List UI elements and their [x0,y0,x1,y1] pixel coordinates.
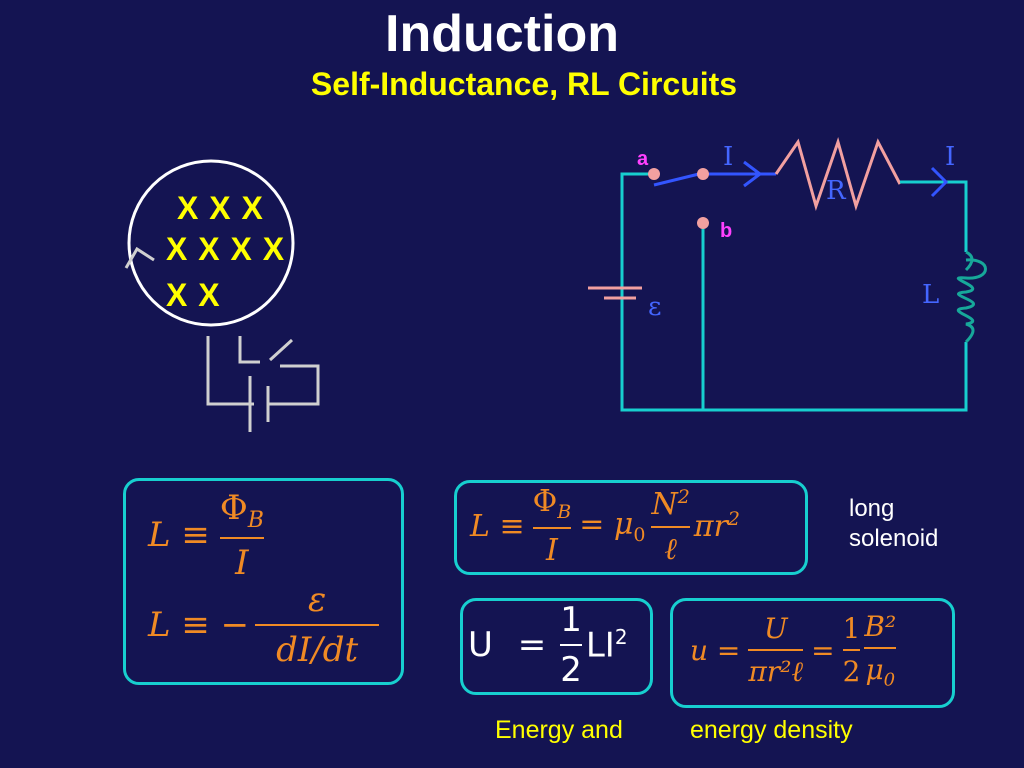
energy-fraction: 1 2 [560,600,582,690]
wire-loop [127,159,295,327]
density-den2: 2 [842,655,861,689]
emf-den: dI/dt [276,630,359,670]
energy-rhs: LI [585,625,615,666]
switch-blade [268,338,294,362]
field-row-1: X X X [177,190,264,226]
emf-fraction: ε dI/dt [255,580,380,670]
switch-arm [653,171,704,187]
density-den1: πr²ℓ [748,654,804,688]
density-den3: μ [865,653,884,686]
sol-lhs: L ≡ [470,508,525,544]
def-den: I [235,542,249,583]
def-lhs: L ≡ [148,515,210,556]
energy-equation: U = 1 2 LI2 [468,600,628,690]
field-row-3: X X [166,277,221,313]
density-fraction-1: U πr²ℓ [748,611,804,689]
sol-den2: ℓ [664,531,677,567]
label-current-left: I [723,142,734,172]
solenoid-note-line-1: long [849,495,895,522]
sol-num1-sub: B [557,501,572,523]
caption-energy: Energy and [495,716,623,744]
solenoid-box [454,480,808,575]
terminal-switch [697,168,709,180]
sol-eq-sub: 0 [633,523,646,546]
energy-num: 1 [560,600,582,640]
label-resistor: R [826,176,846,206]
current-arrow-icon [124,246,155,269]
emf-lhs: L ≡ − [148,605,250,645]
sol-eq: = μ [579,506,634,542]
energy-lhs: U = [468,625,547,665]
loop-diagram [124,159,320,432]
slide-title: Induction [385,5,619,63]
sol-tail: πr [693,509,728,544]
def-num: Φ [219,488,248,528]
def-fraction: ΦB I [219,488,264,583]
label-a: a [637,148,649,170]
solenoid-note-line-2: solenoid [849,525,939,552]
density-num3: B² [864,610,897,643]
label-b: b [720,220,733,242]
switch-lead [238,336,260,364]
terminal-a [648,168,660,180]
sol-num2-sup: 2 [677,485,690,508]
density-num2: 1 [842,612,861,646]
label-current-right: I [945,142,956,172]
label-inductor: L [922,280,940,310]
slide-subtitle: Self-Inductance, RL Circuits [310,66,738,102]
definition-equation: L ≡ ΦB I [148,488,264,583]
sol-num2: N [651,486,678,522]
density-fraction-2: 1 2 [842,612,861,689]
sol-tail-sup: 2 [727,508,740,530]
resistor-zigzag [774,136,902,212]
def-num-sub: B [247,507,264,533]
rl-circuit [588,136,987,412]
current-arrow-right-icon [930,166,949,198]
density-equation: u = U πr²ℓ = 1 2 B² μ0 [690,610,897,691]
field-row-2: X X X X [166,231,286,267]
loop-lead-right [268,364,320,406]
definition-box [123,478,404,685]
solenoid-note: long solenoid [849,494,938,554]
density-fraction-3: B² μ0 [864,610,897,691]
circuit-wire-left [620,172,968,412]
sol-fraction-1: ΦB I [532,484,572,568]
emf-num: ε [308,580,327,620]
energy-rhs-sup: 2 [614,624,628,649]
caption-density: energy density [690,716,853,744]
sol-fraction-2: N2 ℓ [651,485,690,567]
loop-lead-left [206,336,254,406]
energy-den: 2 [560,650,582,690]
solenoid-equation: L ≡ ΦB I = μ0 N2 ℓ πr2 [470,484,740,568]
inductor-coil [956,250,987,344]
sol-den1: I [545,533,558,568]
density-eq: = [811,633,835,667]
energy-box [460,598,653,695]
density-box [670,598,955,708]
density-den3-sub: 0 [883,669,896,691]
emf-equation: L ≡ − ε dI/dt [148,580,380,670]
density-num1: U [763,611,788,645]
terminal-b [697,217,709,229]
density-lhs: u = [690,633,741,667]
wire-resistor-to-inductor [900,180,968,252]
sol-num1: Φ [532,484,558,519]
label-emf: ε [648,292,662,322]
current-arrow-left-icon [743,160,763,188]
